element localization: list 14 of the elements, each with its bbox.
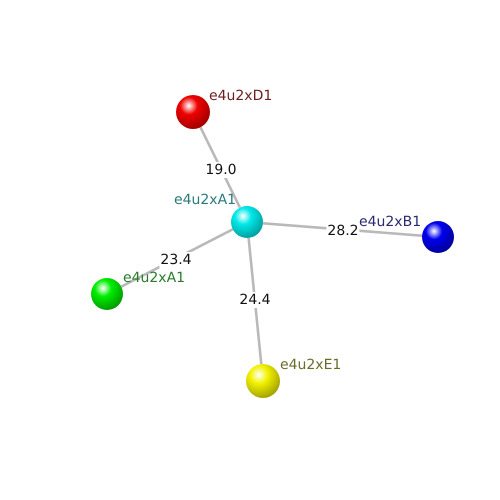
sphere (231, 206, 263, 238)
node-label: e4u2xB1 (359, 214, 422, 230)
connector-line (247, 238, 263, 364)
edge-label: 23.4 (159, 252, 193, 268)
node-label: e4u2xA1 (123, 270, 186, 286)
sphere (422, 221, 454, 253)
edge-label: 24.4 (238, 292, 272, 308)
edge-label: 19.0 (204, 162, 238, 178)
sphere (246, 364, 280, 398)
node-label: e4u2xA1 (174, 192, 236, 208)
node-label: e4u2xE1 (280, 357, 342, 373)
sphere (91, 278, 123, 310)
sphere (176, 95, 210, 129)
node-label: e4u2xD1 (209, 88, 272, 104)
